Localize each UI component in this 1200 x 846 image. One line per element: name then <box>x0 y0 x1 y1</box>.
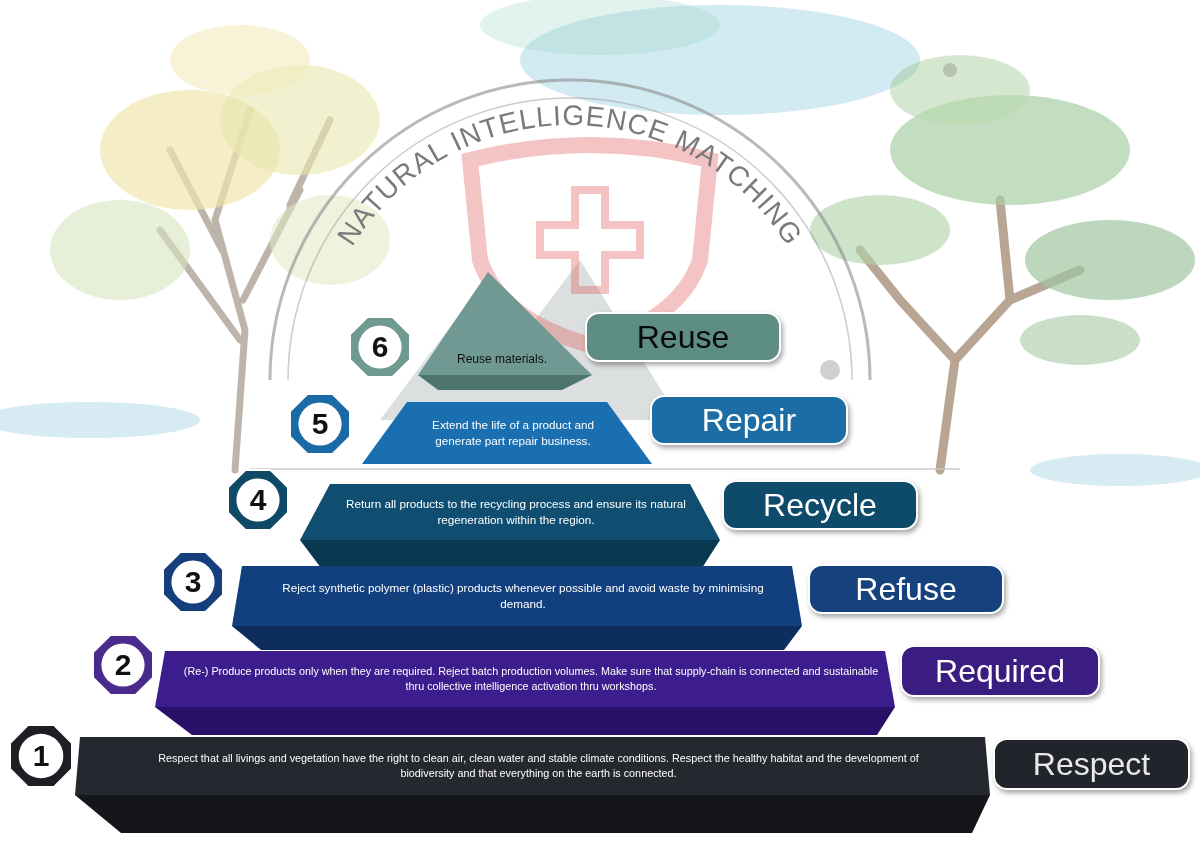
step-number: 6 <box>372 330 389 364</box>
pill-text: Required <box>935 653 1065 690</box>
step-number: 1 <box>33 739 50 773</box>
ring-watermark <box>270 80 870 380</box>
watermark-text: NATURAL INTELLIGENCE MATCHING <box>331 100 809 251</box>
step-number: 6 <box>350 317 410 377</box>
pill-text: Required <box>902 647 1098 695</box>
pyramid-tier: (Re-) Produce products only when they ar… <box>155 651 895 735</box>
tier-text: Respect that all livings and vegetation … <box>133 737 945 795</box>
tier-text: (Re-) Produce products only when they ar… <box>175 651 887 707</box>
pyramid-tier: Return all products to the recycling pro… <box>300 484 720 568</box>
step-badge: 6 <box>350 317 410 377</box>
pill-text: Respect <box>995 740 1188 788</box>
step-label-pill: Repair <box>650 395 848 445</box>
pill-text: Repair <box>702 402 796 439</box>
step-label-pill: Required <box>900 645 1100 697</box>
tier-shape <box>75 737 990 833</box>
watermark-text: NATURAL INTELLIGENCE MATCHING <box>331 100 809 251</box>
step-label-pill: Recycle <box>722 480 918 530</box>
tier-text: Reject synthetic polymer (plastic) produ… <box>277 566 769 626</box>
step-number: 4 <box>228 470 288 530</box>
step-number: 5 <box>290 394 350 454</box>
tier-shape <box>155 651 895 735</box>
water-splash <box>1030 454 1200 486</box>
pill-text: Recycle <box>763 487 877 524</box>
right-tree <box>810 55 1195 470</box>
step-badge: 5 <box>290 394 350 454</box>
left-tree <box>50 25 390 470</box>
pill-text: Refuse <box>855 571 956 608</box>
tier-text: (Re-) Produce products only when they ar… <box>175 664 887 693</box>
pill-text: Recycle <box>724 482 916 528</box>
step-number: 1 <box>10 725 72 787</box>
dot <box>820 360 840 380</box>
tier-text: Respect that all livings and vegetation … <box>133 751 945 780</box>
step-label-pill: Refuse <box>808 564 1004 614</box>
water-splash <box>480 0 720 55</box>
water-splash <box>0 402 200 438</box>
tier-text: Extend the life of a product and generat… <box>415 402 611 464</box>
step-number: 2 <box>115 648 132 682</box>
step-badge: 2 <box>93 635 153 695</box>
pyramid-tier: Respect that all livings and vegetation … <box>75 737 990 833</box>
tier-text: Reuse materials. <box>436 346 568 372</box>
pyramid-tier: Extend the life of a product and generat… <box>362 402 652 464</box>
tier-text: Reject synthetic polymer (plastic) produ… <box>277 580 769 612</box>
dot <box>943 63 957 77</box>
tier-text: Return all products to the recycling pro… <box>338 496 694 528</box>
step-number: 4 <box>250 483 267 517</box>
pill-text: Repair <box>652 397 846 443</box>
pill-text: Respect <box>1033 746 1150 783</box>
ring-watermark <box>288 98 852 380</box>
step-number: 5 <box>312 407 329 441</box>
tier-text: Return all products to the recycling pro… <box>338 484 694 540</box>
step-number: 3 <box>163 552 223 612</box>
divider-line <box>250 468 960 470</box>
step-number: 2 <box>93 635 153 695</box>
apex-shape <box>418 272 592 390</box>
step-label-pill: Respect <box>993 738 1190 790</box>
pill-text: Refuse <box>810 566 1002 612</box>
step-number: 3 <box>185 565 202 599</box>
pyramid-apex: Reuse materials. <box>418 272 592 390</box>
pill-text: Reuse <box>587 314 779 360</box>
pill-text: Reuse <box>637 319 730 356</box>
step-badge: 1 <box>10 725 72 787</box>
step-label-pill: Reuse <box>585 312 781 362</box>
tier-shape <box>362 402 652 464</box>
step-badge: 3 <box>163 552 223 612</box>
tier-text: Extend the life of a product and generat… <box>415 417 611 449</box>
tier-text: Reuse materials. <box>457 352 547 366</box>
step-badge: 4 <box>228 470 288 530</box>
pyramid-tier: Reject synthetic polymer (plastic) produ… <box>232 566 802 650</box>
